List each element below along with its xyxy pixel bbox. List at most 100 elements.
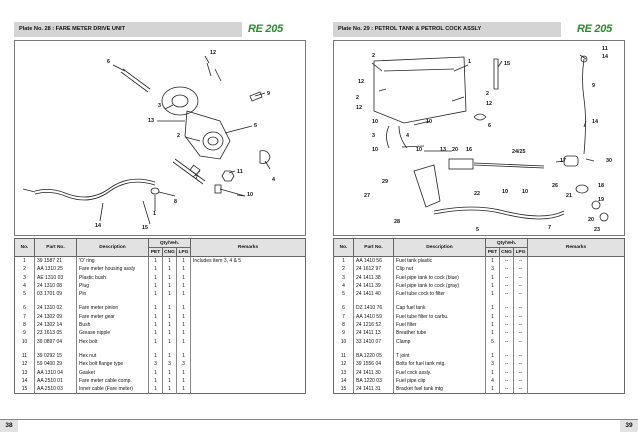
cell-cng: -- bbox=[499, 351, 514, 361]
cell-remarks bbox=[527, 385, 625, 394]
callout-7: 7 bbox=[548, 225, 551, 231]
callout-22: 22 bbox=[474, 191, 480, 197]
cell-lpg: -- bbox=[513, 351, 528, 361]
cell-no: 12 bbox=[340, 361, 347, 368]
callout-24-25: 24/25 bbox=[512, 149, 526, 155]
cell-lpg: 1 bbox=[176, 337, 191, 346]
cell-part: BA 1220 03 bbox=[353, 376, 394, 386]
cell-remarks bbox=[527, 360, 625, 369]
cell-lpg: -- bbox=[513, 312, 528, 322]
cell-cng: 1 bbox=[162, 337, 177, 346]
cell-part: AA 1410 59 bbox=[353, 312, 394, 322]
cell-remarks bbox=[190, 321, 306, 330]
col-desc: Description bbox=[393, 238, 486, 257]
brand-logo: RE 205 bbox=[577, 23, 612, 35]
cell-pet: 1 bbox=[148, 385, 163, 394]
cell-desc: Bracket fuel tank mtg bbox=[393, 385, 486, 394]
cell-lpg: -- bbox=[513, 368, 528, 377]
col-part: Part No. bbox=[34, 238, 77, 257]
cell-pet: 3 bbox=[148, 360, 163, 369]
cell-desc: T joint bbox=[393, 351, 486, 361]
callout-14: 14 bbox=[602, 54, 608, 60]
cell-desc: Fuel tank plastic bbox=[393, 256, 486, 266]
page-number: 38 bbox=[0, 420, 18, 432]
cell-part: 24 1310 02 bbox=[34, 304, 77, 313]
cell-remarks bbox=[190, 281, 306, 291]
col-cng: CNG bbox=[162, 247, 177, 257]
callout-13: 13 bbox=[440, 147, 446, 153]
table-cell-empty bbox=[527, 345, 625, 352]
cell-pet: 1 bbox=[485, 290, 500, 299]
cell-no: 8 bbox=[23, 322, 26, 329]
callout-2: 2 bbox=[486, 91, 489, 97]
cell-pet: 4 bbox=[485, 376, 500, 386]
callout-10: 10 bbox=[247, 192, 253, 198]
cell-part: 24 1411 40 bbox=[353, 290, 394, 299]
table-cell-empty bbox=[353, 345, 394, 352]
cell-remarks bbox=[190, 337, 306, 346]
cell-pet: 1 bbox=[148, 290, 163, 299]
cell-cng: 1 bbox=[162, 376, 177, 386]
cell-no: 9 bbox=[342, 330, 345, 337]
callout-14: 14 bbox=[95, 223, 101, 229]
cell-cng: 1 bbox=[162, 385, 177, 394]
cell-lpg: -- bbox=[513, 281, 528, 291]
cell-remarks bbox=[190, 312, 306, 322]
col-part: Part No. bbox=[353, 238, 394, 257]
cell-no: 10 bbox=[21, 338, 28, 345]
cell-cng: -- bbox=[499, 290, 514, 299]
plate-title: Plate No. 28 : FARE METER DRIVE UNIT bbox=[14, 22, 242, 37]
callout-12: 12 bbox=[210, 50, 216, 56]
table-cell-empty bbox=[393, 345, 486, 352]
callout-26: 26 bbox=[552, 183, 558, 189]
cell-desc: Fare meter gear bbox=[76, 312, 149, 322]
cell-cng: 1 bbox=[162, 312, 177, 322]
callout-6: 6 bbox=[107, 59, 110, 65]
cell-pet: 1 bbox=[485, 273, 500, 282]
callout-15: 15 bbox=[142, 225, 148, 231]
callout-18: 18 bbox=[598, 183, 604, 189]
cell-cng: -- bbox=[499, 376, 514, 386]
callout-10: 10 bbox=[522, 189, 528, 195]
cell-no: 11 bbox=[21, 352, 28, 359]
cell-cng: 1 bbox=[162, 281, 177, 291]
cell-cng: 1 bbox=[162, 290, 177, 299]
callout-20: 20 bbox=[588, 217, 594, 223]
cell-no: 7 bbox=[23, 313, 26, 320]
cell-lpg: -- bbox=[513, 376, 528, 386]
cell-lpg: -- bbox=[513, 256, 528, 266]
col-no: No. bbox=[14, 238, 35, 257]
cell-lpg: -- bbox=[513, 360, 528, 369]
col-cng: CNG bbox=[499, 247, 514, 257]
cell-no: 1 bbox=[23, 258, 26, 264]
callout-6: 6 bbox=[488, 123, 491, 129]
callout-12: 12 bbox=[486, 101, 492, 107]
cell-cng: 1 bbox=[162, 321, 177, 330]
cell-lpg: 1 bbox=[176, 385, 191, 394]
cell-part: 33 1410 07 bbox=[353, 337, 394, 346]
cell-part: 24 1612 97 bbox=[353, 265, 394, 274]
cell-pet: 1 bbox=[485, 385, 500, 394]
plate-title: Plate No. 29 : PETROL TANK & PETROL COCK… bbox=[333, 22, 561, 37]
cell-desc: Clamp bbox=[393, 337, 486, 346]
col-desc: Description bbox=[76, 238, 149, 257]
table-cell-empty bbox=[176, 298, 191, 305]
cell-part: 24 1310 08 bbox=[34, 281, 77, 291]
petrol-tank-drawing bbox=[371, 54, 609, 222]
cell-pet: 1 bbox=[148, 281, 163, 291]
cell-pet: 1 bbox=[485, 321, 500, 330]
table-row-spacer bbox=[334, 298, 625, 305]
callout-17: 17 bbox=[560, 158, 566, 164]
page-footer: 38 bbox=[0, 419, 319, 432]
cell-part: 23 1613 05 bbox=[34, 329, 77, 338]
